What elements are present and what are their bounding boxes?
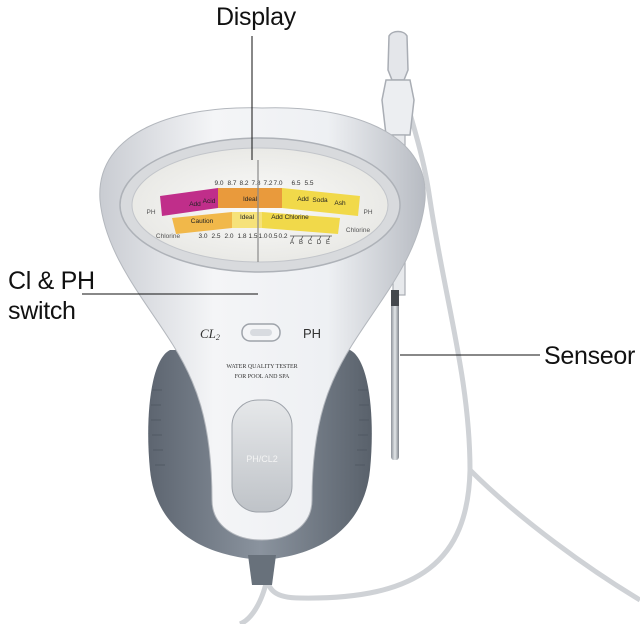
ph-band-yellow — [282, 188, 360, 216]
cl-tick-label: 0.5 — [268, 233, 277, 240]
chlorine-side-label: Chlorine — [156, 233, 181, 240]
ph-tick-label: 5.5 — [304, 180, 313, 187]
cl-tick-label: 0.2 — [278, 233, 287, 240]
band-label: Soda — [312, 197, 328, 204]
scale-letter: D — [317, 240, 322, 246]
callout-switch-line2: switch — [8, 297, 76, 325]
probe-cable — [263, 39, 473, 601]
band-label: Add — [297, 196, 309, 203]
sample-window-label: PH/CL2 — [246, 454, 278, 464]
cl-tick-label: 1.0 — [258, 233, 267, 240]
band-label: Caution — [191, 218, 214, 225]
ph-tick-label: 8.2 — [239, 180, 248, 187]
sample-window — [231, 399, 293, 513]
scale-letter: E — [326, 240, 330, 246]
band-label: Add — [189, 201, 201, 208]
ph-tick-label: 7.8 — [251, 180, 260, 187]
ph-tick-label: 6.5 — [291, 180, 300, 187]
cl-tick-label: 2.5 — [211, 233, 220, 240]
device-label-line2: FOR POOL AND SPA — [235, 374, 290, 380]
ph-band-magenta — [160, 188, 218, 216]
ph-tick-label: 9.0 — [214, 180, 223, 187]
band-label: Ideal — [243, 196, 258, 203]
chlorine-side-label: Chlorine — [346, 227, 371, 234]
ph-side-label: PH — [146, 209, 155, 216]
switch-ph-label: PH — [303, 326, 321, 341]
cl-ph-switch[interactable] — [241, 323, 281, 342]
band-label: Acid — [203, 198, 216, 205]
ph-tick-label: 7.0 — [273, 180, 282, 187]
ph-tick-label: 8.7 — [227, 180, 236, 187]
scale-letter: A — [290, 240, 294, 246]
band-label: Add Chlorine — [271, 214, 309, 221]
cl-band-ideal — [232, 212, 262, 228]
scale-letter: C — [308, 240, 313, 246]
ph-side-label: PH — [363, 209, 372, 216]
switch-cl-label: CL2 — [200, 326, 220, 342]
band-label: Ash — [334, 200, 346, 207]
device-label-line1: WATER QUALITY TESTER — [226, 364, 297, 370]
callout-display: Display — [216, 3, 296, 31]
cl-tick-label: 3.0 — [198, 233, 207, 240]
scale-letter: B — [299, 240, 303, 246]
cl-tick-label: 1.5 — [248, 233, 257, 240]
band-label: Ideal — [240, 214, 255, 221]
cl-tick-label: 1.8 — [237, 233, 246, 240]
callout-switch: Cl & PH switch — [8, 266, 95, 326]
cl-band-yellow — [262, 212, 340, 234]
ph-band-ideal — [218, 188, 282, 208]
callout-switch-line1: Cl & PH — [8, 267, 95, 295]
cl-band-orange — [172, 212, 232, 234]
callout-sensor: Senseor — [544, 342, 636, 370]
cl-tick-label: 2.0 — [224, 233, 233, 240]
sensor-rod — [391, 290, 399, 460]
ph-tick-label: 7.2 — [263, 180, 272, 187]
